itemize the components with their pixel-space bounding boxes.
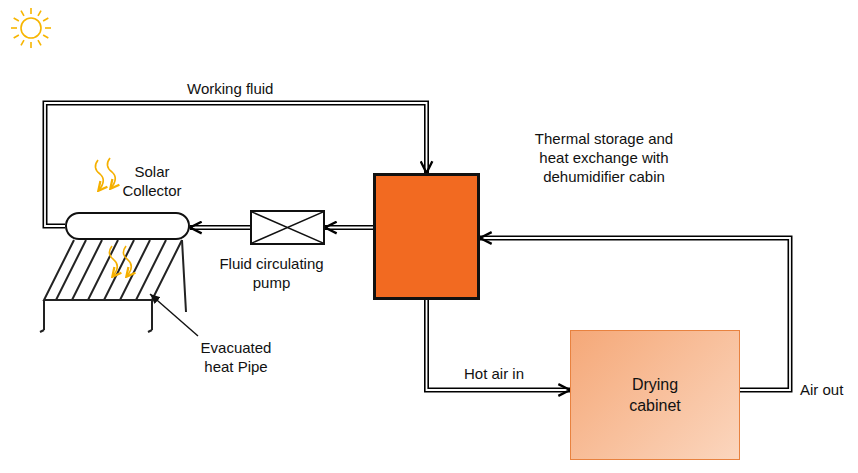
connector-core (325, 227, 373, 229)
flow-connector (427, 300, 571, 390)
storage-box: Thermal storage and heat exchange with d… (373, 173, 480, 300)
flow-connector (45, 103, 427, 226)
connector-core (427, 300, 571, 390)
node-text: Drying cabinet (615, 374, 695, 416)
leader-arrow (150, 294, 198, 336)
flow-connector (190, 227, 250, 228)
node-text: Thermal storage and heat exchange with d… (526, 129, 682, 186)
sun-icon (11, 8, 51, 48)
connector-outline (190, 225, 250, 230)
part-label: Evacuated heat Pipe (190, 338, 282, 376)
connector-core (45, 103, 427, 226)
pump-symbol (252, 212, 323, 243)
connector-label: Air out (798, 381, 845, 399)
collector-panel (40, 240, 186, 332)
connector-outline (45, 103, 427, 226)
pump-box: Fluid circulating pump (250, 210, 325, 245)
arrow-head (325, 227, 373, 228)
node-text: Solar Collector (117, 162, 187, 200)
connector-outline (427, 300, 571, 390)
connector-label: Hot air in (462, 365, 526, 383)
arrow-head (426, 103, 427, 173)
drying-cabinet: Drying cabinet (570, 330, 740, 460)
pump-cross (252, 212, 323, 243)
connector-label: Working fluid (185, 80, 275, 98)
node-text: Fluid circulating pump (209, 254, 334, 292)
arrow-head (190, 227, 250, 228)
arrow-head (480, 238, 790, 239)
flow-connector (325, 227, 373, 228)
solar-collector: Solar Collector (65, 212, 190, 240)
connector-outline (325, 225, 373, 230)
connector-core (190, 227, 250, 229)
arrow-head (427, 390, 571, 391)
